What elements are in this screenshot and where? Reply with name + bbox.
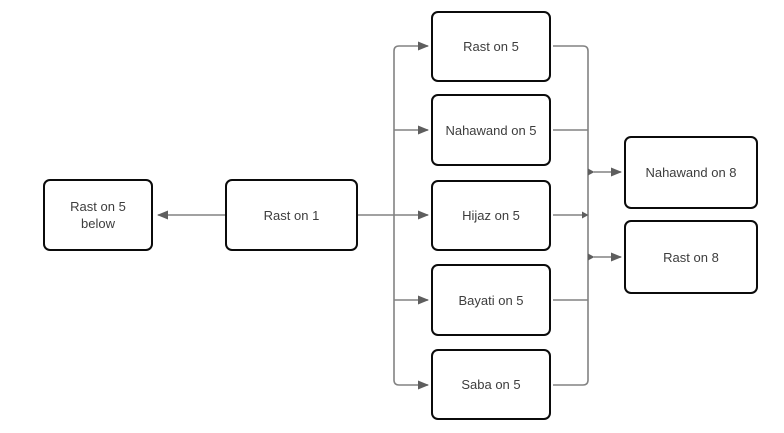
- node-label: Nahawand on 5: [445, 122, 537, 138]
- node-label-line2: below: [81, 216, 115, 231]
- edge-rast1-to-rast5: [393, 41, 429, 52]
- node-nahawand-on-5[interactable]: Nahawand on 5: [431, 94, 551, 166]
- node-bayati-on-5[interactable]: Bayati on 5: [431, 264, 551, 336]
- node-label: Saba on 5: [461, 377, 521, 392]
- node-label: Rast on 5: [463, 39, 519, 54]
- node-label: Rast on 5: [70, 199, 126, 214]
- node-label: Rast on 8: [663, 249, 719, 265]
- node-rast-on-5[interactable]: Rast on 5: [431, 11, 551, 82]
- edge-rast5-to-spine: [553, 45, 589, 52]
- node-rast-on-8[interactable]: Rast on 8: [624, 220, 758, 294]
- edge-saba5-to-spine: [553, 379, 589, 386]
- node-rast-on-5-below[interactable]: Rast on 5 below: [43, 179, 153, 251]
- junction-arrow-nahawand8: [588, 168, 595, 176]
- node-nahawand-on-8[interactable]: Nahawand on 8: [624, 136, 758, 209]
- node-hijaz-on-5[interactable]: Hijaz on 5: [431, 180, 551, 251]
- node-label: Nahawand on 8: [645, 165, 737, 180]
- node-label: Bayati on 5: [458, 292, 524, 308]
- node-label: Hijaz on 5: [462, 208, 520, 223]
- junction-arrow-hijaz: [582, 211, 589, 219]
- node-saba-on-5[interactable]: Saba on 5: [431, 349, 551, 420]
- node-rast-on-1[interactable]: Rast on 1: [225, 179, 358, 251]
- junction-arrow-rast8: [588, 253, 595, 261]
- edge-rast1-to-saba5: [393, 379, 429, 390]
- node-label: Rast on 1: [263, 207, 320, 223]
